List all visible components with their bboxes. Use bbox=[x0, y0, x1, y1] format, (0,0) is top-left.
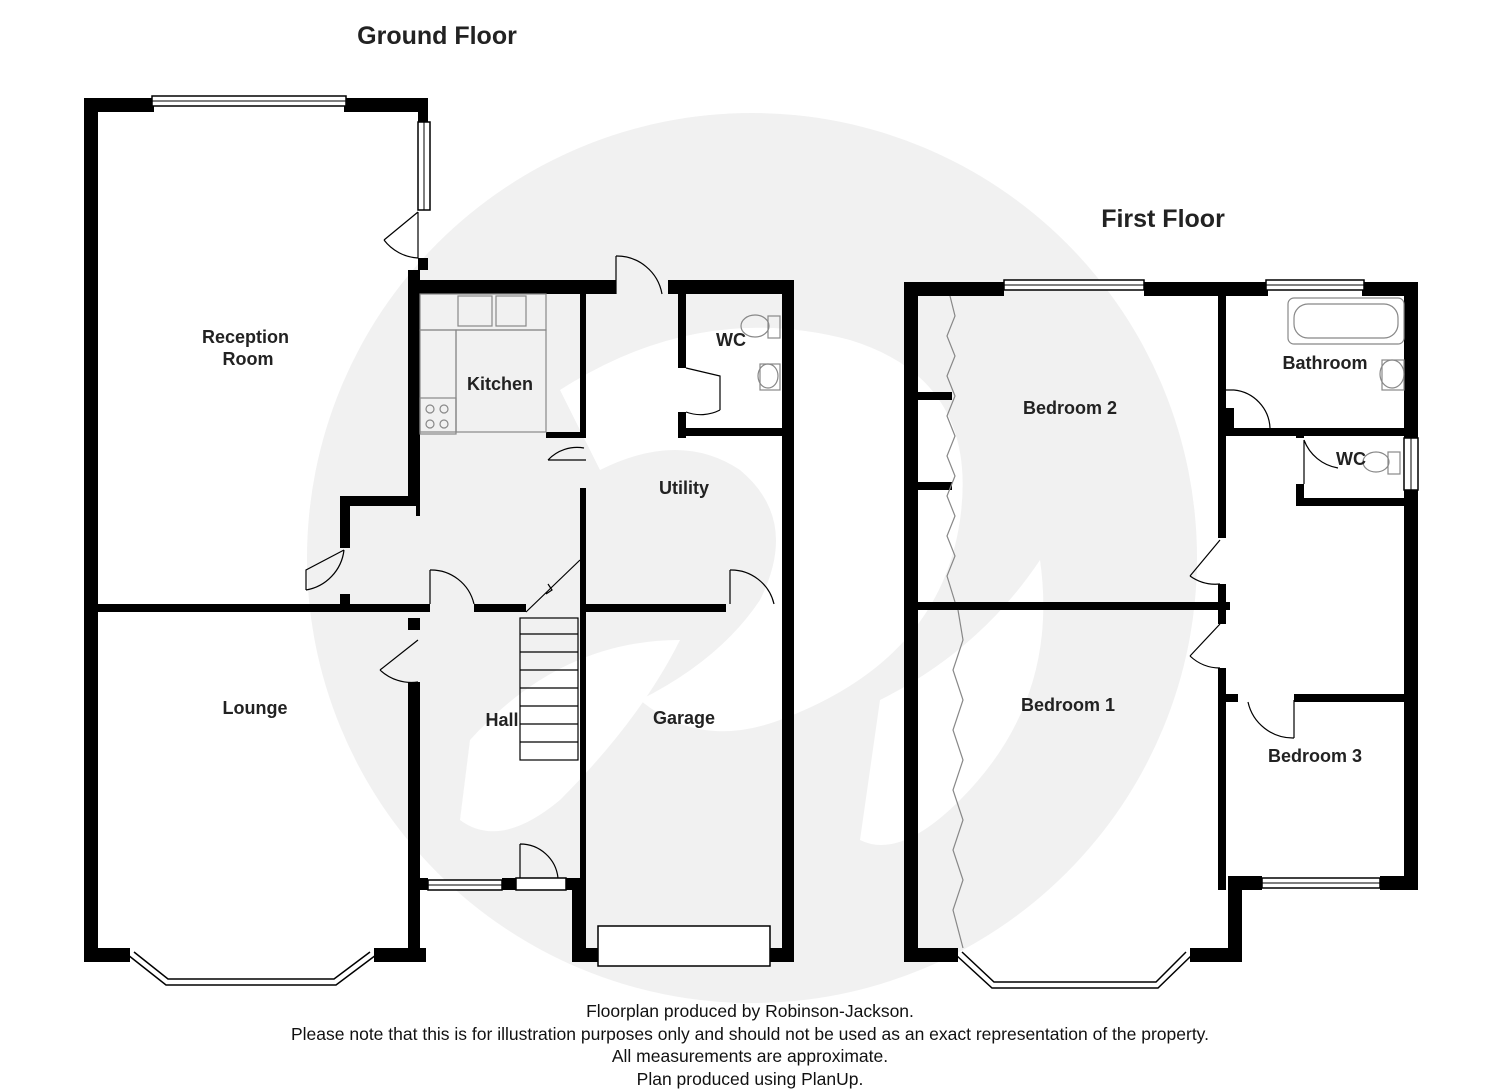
room-label-ground-wc: WC bbox=[716, 330, 746, 350]
room-label-bedroom-2: Bedroom 2 bbox=[1023, 398, 1117, 418]
footer-software-note: Plan produced using PlanUp. bbox=[636, 1068, 864, 1089]
footer-credit: Floorplan produced by Robinson-Jackson. bbox=[586, 1001, 914, 1021]
room-label-first-wc: WC bbox=[1336, 449, 1366, 469]
room-label-reception-line1: Reception bbox=[202, 327, 289, 347]
room-label-bedroom-1: Bedroom 1 bbox=[1021, 695, 1115, 715]
watermark-logo bbox=[307, 113, 1197, 1003]
first-floor-plan: First Floor Bedroom 2 Bathroom WC Bedroo… bbox=[904, 205, 1419, 989]
footer-disclaimer: Please note that this is for illustratio… bbox=[290, 1023, 1209, 1044]
room-label-reception-line2: Room bbox=[223, 349, 274, 369]
first-floor-title: First Floor bbox=[1101, 205, 1225, 233]
room-label-bathroom: Bathroom bbox=[1283, 353, 1368, 373]
room-label-bedroom-3: Bedroom 3 bbox=[1268, 746, 1362, 766]
room-label-kitchen: Kitchen bbox=[467, 374, 533, 394]
disclaimer-footer: Floorplan produced by Robinson-Jackson. … bbox=[0, 1000, 1500, 1090]
footer-measurements-note: All measurements are approximate. bbox=[611, 1046, 889, 1066]
room-label-garage: Garage bbox=[653, 708, 715, 728]
ground-floor-plan: Ground Floor Reception Room Kitchen WC U… bbox=[84, 22, 794, 986]
room-label-reception: Reception Room bbox=[202, 327, 294, 369]
room-label-utility: Utility bbox=[659, 478, 709, 498]
ground-floor-title: Ground Floor bbox=[357, 22, 517, 50]
room-label-hall: Hall bbox=[485, 710, 518, 730]
room-label-lounge: Lounge bbox=[223, 698, 288, 718]
